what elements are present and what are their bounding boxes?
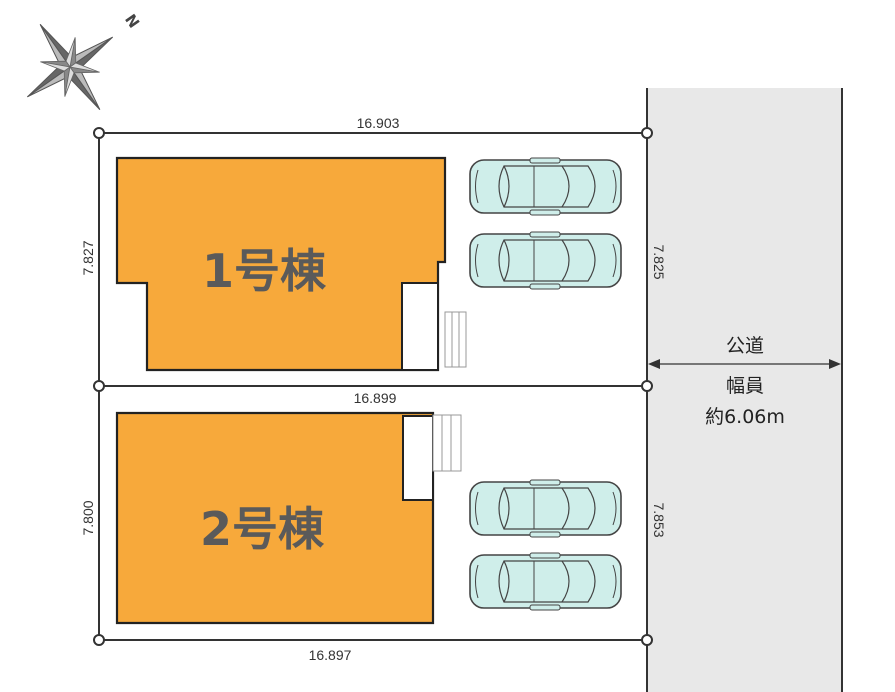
road-width-label: 幅員: [726, 375, 764, 397]
boundary-point: [93, 127, 105, 139]
boundary-point: [641, 634, 653, 646]
north-label: N: [121, 11, 143, 32]
dim-right-lot2: 7.853: [651, 502, 667, 537]
boundary-point: [641, 380, 653, 392]
car-icon: [469, 157, 622, 216]
parking-spaces: [469, 157, 622, 611]
boundary-point: [93, 380, 105, 392]
building-1-steps: [444, 311, 467, 368]
boundary-point: [93, 634, 105, 646]
boundary-point: [641, 127, 653, 139]
dim-right-lot1: 7.825: [651, 244, 667, 279]
road-label: 公道: [726, 335, 764, 357]
dim-middle: 16.899: [354, 390, 397, 406]
lot-boundaries: [93, 127, 653, 646]
building-1-label: 1号棟: [202, 244, 327, 298]
car-icon: [469, 479, 622, 538]
building-1: 1号棟: [115, 156, 467, 372]
arrow-head-right: [829, 359, 841, 369]
road-width-value: 約6.06m: [705, 406, 785, 428]
arrow-head-left: [648, 359, 660, 369]
road-surface: [647, 88, 842, 692]
building-1-entrance: [401, 282, 439, 371]
public-road: 公道 幅員 約6.06m: [646, 88, 843, 692]
building-2-footprint: [115, 411, 435, 625]
building-2-label: 2号棟: [200, 502, 325, 556]
car-icon: [469, 552, 622, 611]
car-icon: [469, 231, 622, 290]
dim-top: 16.903: [357, 115, 400, 131]
compass-rose-icon: [27, 24, 113, 110]
dim-bottom: 16.897: [309, 647, 352, 663]
building-2-entrance: [402, 415, 434, 501]
dim-left-lot1: 7.827: [80, 240, 96, 275]
building-2-steps: [432, 414, 462, 472]
dim-left-lot2: 7.800: [80, 500, 96, 535]
building-2: 2号棟: [115, 411, 462, 625]
